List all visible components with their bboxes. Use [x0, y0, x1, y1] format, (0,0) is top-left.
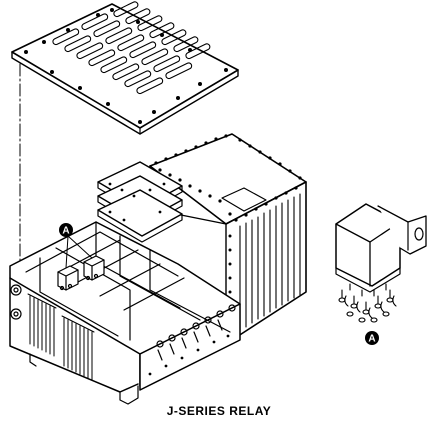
cover-screw-holes [24, 8, 228, 124]
terminal-block-screws [156, 304, 236, 361]
figure-caption: J-SERIES RELAY [166, 404, 272, 418]
callout-a-main-letter: A [62, 226, 69, 237]
installed-relays [57, 255, 105, 291]
perforated-cover-plate [11, 1, 239, 135]
callout-a-detail-letter: A [368, 334, 375, 345]
housing-rivets [154, 134, 302, 222]
relay-detail-view [335, 203, 427, 323]
relay-pins [338, 283, 397, 323]
circuit-board-stack [97, 161, 183, 243]
relay-housing [149, 133, 307, 341]
housing-cooling-fins [239, 193, 301, 331]
callout-a-main-marker: A [59, 223, 73, 237]
relay-chassis [9, 221, 241, 405]
chassis-connectors [10, 284, 22, 320]
chassis-heatsink-fins [27, 293, 95, 381]
callout-a-detail-marker: A [365, 331, 379, 345]
